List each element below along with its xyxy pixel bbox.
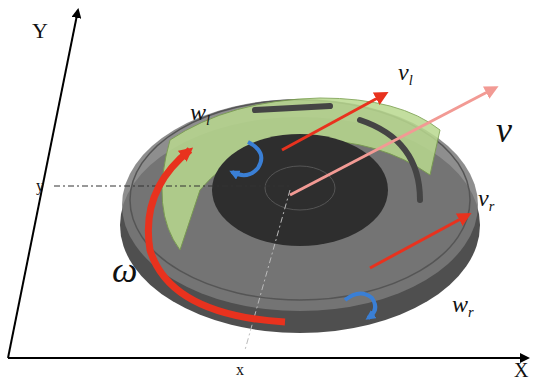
axis-label: X: [514, 360, 528, 380]
wheel-velocity-label: vl: [398, 60, 413, 87]
velocity-arrow: [290, 88, 495, 195]
right-wheel-rotation: [345, 293, 375, 318]
slot: [255, 106, 330, 110]
robot-shell: [122, 99, 478, 311]
velocity-label: v: [496, 112, 512, 148]
rotation-arrow: [148, 150, 285, 322]
right-velocity-arrow: [370, 215, 468, 268]
wheel-speed-label: wr: [452, 292, 474, 319]
y-axis: [8, 10, 78, 358]
axis-label: Y: [32, 20, 48, 42]
coordinate-label: y: [36, 178, 44, 194]
green-plate: [162, 98, 440, 250]
hub-ring: [265, 166, 335, 210]
left-velocity-arrow: [282, 94, 385, 150]
x-axis: [8, 357, 528, 359]
wheel-velocity-label: vr: [478, 186, 494, 213]
wheel-speed-label: wl: [190, 100, 210, 127]
coordinate-label: x: [236, 362, 244, 378]
coordinate-line: [54, 186, 290, 187]
coordinate-line: [245, 190, 290, 350]
left-wheel-rotation: [232, 142, 261, 175]
angular-velocity-label: ω: [112, 252, 137, 288]
